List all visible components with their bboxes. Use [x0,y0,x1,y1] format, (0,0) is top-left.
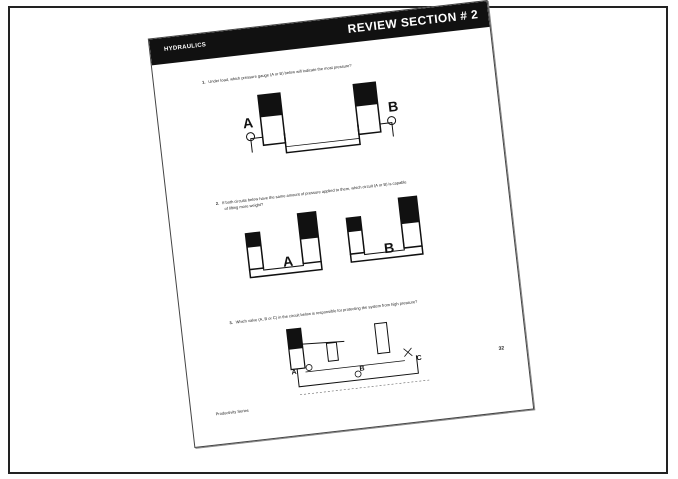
q2-label-a: A [282,252,294,270]
q1-label-b: B [387,97,400,115]
q3-label-b: B [359,365,365,373]
q3-label-c: C [416,354,423,363]
diagram-q2-circuit-b [345,195,424,263]
diagram-q2-circuit-a [244,210,323,279]
q3-label-a: A [291,369,297,377]
image-frame: HYDRAULICS REVIEW SECTION # 2 1.Under lo… [8,0,668,474]
diagram-q3 [285,321,430,396]
subject-title: HYDRAULICS [163,42,207,53]
section-title: REVIEW SECTION # 2 [346,7,479,36]
footer-text: Productivity Series [215,407,249,417]
gauge-b-icon [387,116,397,126]
document-page: HYDRAULICS REVIEW SECTION # 2 1.Under lo… [147,0,535,449]
valve-c-icon [403,347,413,357]
diagram-q1 [246,81,397,154]
q1-label-a: A [242,114,254,132]
q2-label-b: B [383,239,395,257]
page-number: 32 [498,345,505,352]
gauge-a-icon [246,132,256,142]
valve-a-icon [305,364,313,371]
valve-b-icon [354,370,362,378]
section-banner: HYDRAULICS REVIEW SECTION # 2 [148,1,490,66]
